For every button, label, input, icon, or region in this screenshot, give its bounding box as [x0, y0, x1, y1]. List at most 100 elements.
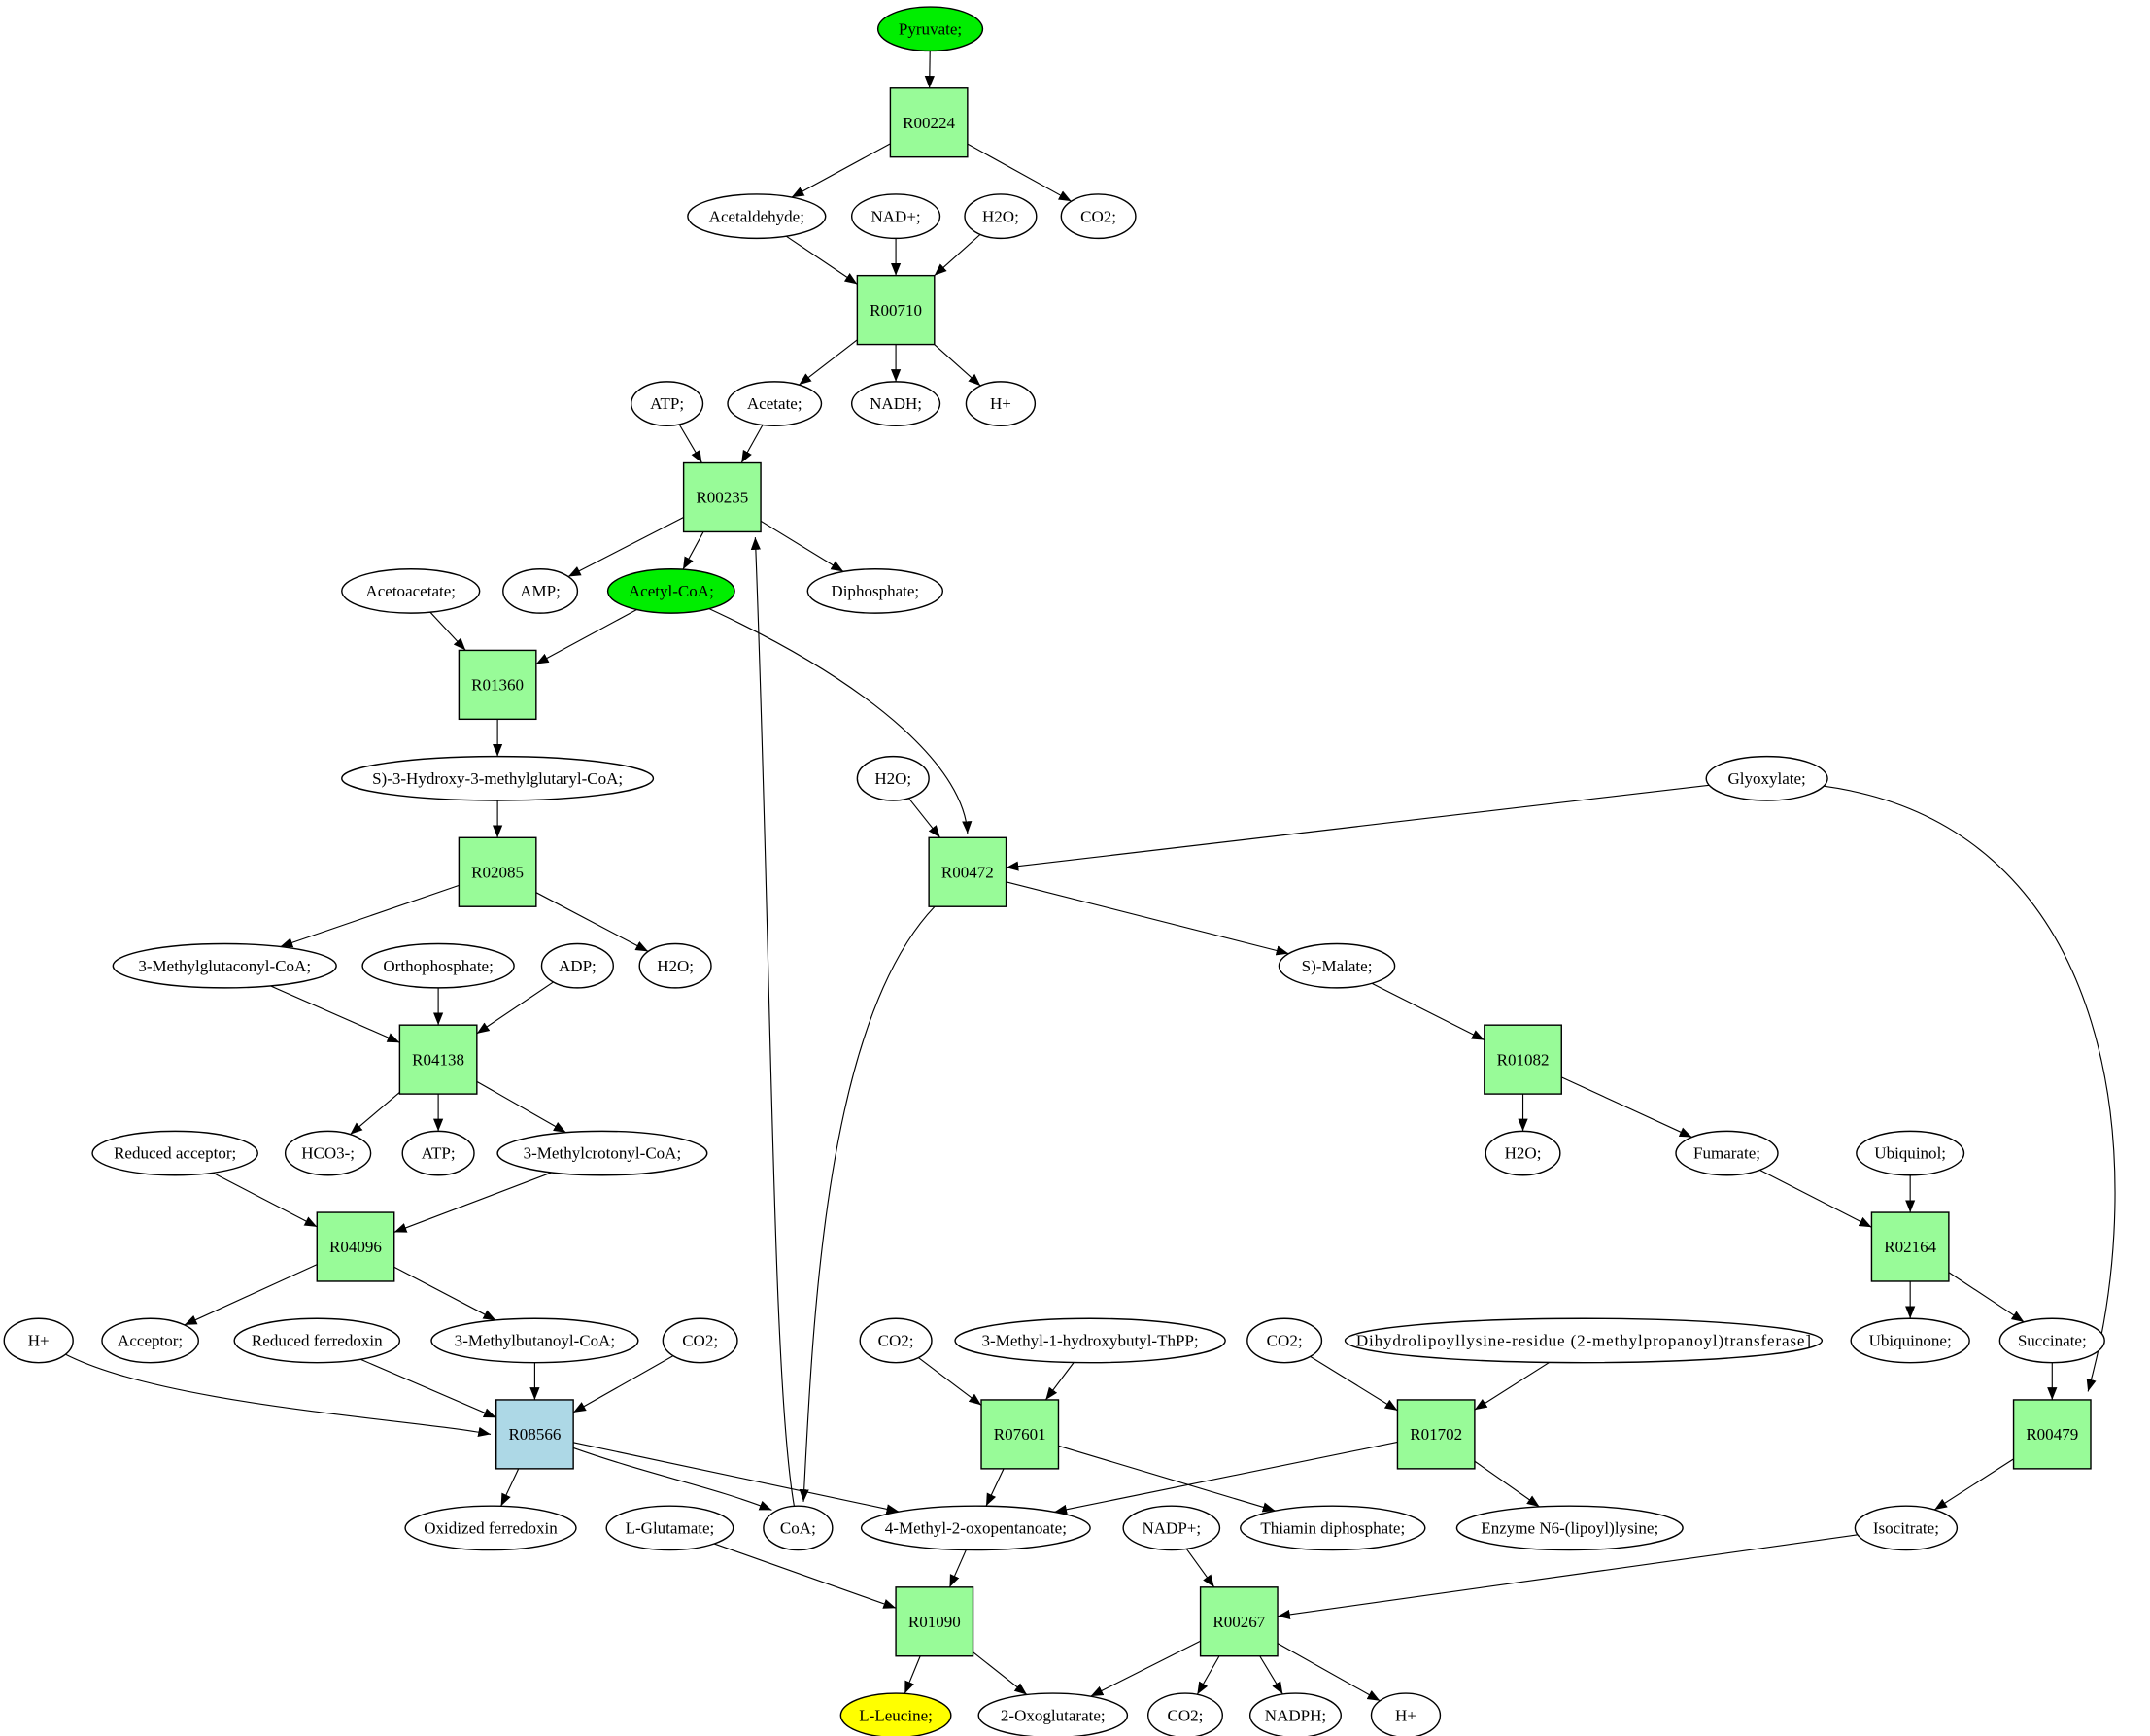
- node-label: H2O;: [657, 957, 694, 975]
- compound-node-h2o_2[interactable]: H2O;: [856, 755, 930, 801]
- edge-R07601-to-kic: [985, 1468, 1005, 1507]
- compound-node-orthophosphate[interactable]: Orthophosphate;: [361, 942, 515, 989]
- compound-node-ubiquinol[interactable]: Ubiquinol;: [1856, 1130, 1965, 1176]
- compound-node-hplus_2[interactable]: H+: [3, 1317, 74, 1364]
- compound-node-diphosphate[interactable]: Diphosphate;: [806, 568, 944, 614]
- reaction-node-R01702[interactable]: R01702: [1396, 1399, 1476, 1470]
- compound-node-h2o_1[interactable]: H2O;: [964, 193, 1038, 240]
- compound-node-co2_3[interactable]: CO2;: [859, 1317, 933, 1364]
- compound-node-nadph[interactable]: NADPH;: [1248, 1692, 1342, 1736]
- compound-node-thiamindp[interactable]: Thiamin diphosphate;: [1240, 1505, 1426, 1551]
- reaction-node-R01360[interactable]: R01360: [458, 649, 537, 721]
- compound-node-mhbthpp[interactable]: 3-Methyl-1-hydroxybutyl-ThPP;: [954, 1317, 1226, 1364]
- compound-ellipse: [965, 381, 1037, 426]
- reaction-node-R02085[interactable]: R02085: [458, 836, 537, 907]
- compound-node-hco3[interactable]: HCO3-;: [284, 1130, 372, 1176]
- edge-R00235-to-diphosphate: [760, 520, 844, 572]
- compound-node-succinate[interactable]: Succinate;: [1998, 1317, 2105, 1364]
- compound-node-hmgcoa[interactable]: S)-3-Hydroxy-3-methylglutaryl-CoA;: [341, 755, 655, 801]
- compound-node-glyoxylate[interactable]: Glyoxylate;: [1705, 755, 1828, 801]
- reaction-node-R00479[interactable]: R00479: [2012, 1399, 2092, 1470]
- compound-node-adp[interactable]: ADP;: [540, 942, 614, 989]
- compound-node-mccoa[interactable]: 3-Methylcrotonyl-CoA;: [496, 1130, 708, 1176]
- compound-node-lglutamate[interactable]: L-Glutamate;: [605, 1505, 734, 1551]
- compound-node-mbcoa[interactable]: 3-Methylbutanoyl-CoA;: [430, 1317, 639, 1364]
- edge-R07601-to-thiamindp: [1058, 1445, 1276, 1513]
- compound-node-acetate[interactable]: Acetate;: [727, 381, 823, 426]
- compound-ellipse: [3, 1317, 74, 1364]
- reaction-node-R01090[interactable]: R01090: [895, 1586, 974, 1657]
- compound-node-hplus_1[interactable]: H+: [965, 381, 1037, 426]
- compound-node-isocitrate[interactable]: Isocitrate;: [1854, 1505, 1959, 1551]
- reaction-node-R07601[interactable]: R07601: [980, 1399, 1060, 1470]
- compound-ellipse: [1850, 1317, 1970, 1364]
- compound-ellipse: [502, 568, 579, 614]
- compound-node-nadh[interactable]: NADH;: [850, 381, 941, 426]
- compound-node-redacceptor[interactable]: Reduced acceptor;: [91, 1130, 258, 1176]
- compound-ellipse: [687, 193, 827, 240]
- compound-ellipse: [1854, 1505, 1959, 1551]
- edge-R01090-to-oxoglutarate: [973, 1651, 1028, 1695]
- node-label: Dihydrolipoyllysine-residue (2-methylpro…: [1356, 1332, 1811, 1350]
- node-label: CO2;: [1267, 1332, 1303, 1350]
- compound-node-oxoglutarate[interactable]: 2-Oxoglutarate;: [977, 1692, 1129, 1736]
- edge-coa-to-R00235: [750, 537, 795, 1507]
- reaction-box: [458, 836, 537, 907]
- compound-node-lleucine[interactable]: L-Leucine;: [839, 1692, 952, 1736]
- edge-mccoa-to-R04096: [393, 1172, 552, 1233]
- compound-node-ubiquinone[interactable]: Ubiquinone;: [1850, 1317, 1970, 1364]
- compound-node-co2_1[interactable]: CO2;: [1060, 193, 1137, 240]
- reaction-node-R00710[interactable]: R00710: [856, 274, 936, 346]
- compound-node-acetaldehyde[interactable]: Acetaldehyde;: [687, 193, 827, 240]
- compound-node-atp_2[interactable]: ATP;: [401, 1130, 475, 1176]
- reaction-box: [1199, 1586, 1279, 1657]
- compound-node-h2o_3[interactable]: H2O;: [638, 942, 712, 989]
- compound-node-co2_5[interactable]: CO2;: [1146, 1692, 1223, 1736]
- compound-node-co2_2[interactable]: CO2;: [662, 1317, 738, 1364]
- reaction-box: [1396, 1399, 1476, 1470]
- compound-node-amp[interactable]: AMP;: [502, 568, 579, 614]
- reaction-node-R08566[interactable]: R08566: [495, 1399, 574, 1470]
- compound-ellipse: [430, 1317, 639, 1364]
- node-label: NAD+;: [870, 207, 920, 225]
- compound-node-h2o_4[interactable]: H2O;: [1485, 1130, 1561, 1176]
- reaction-node-R02164[interactable]: R02164: [1870, 1211, 1950, 1282]
- compound-node-nadp_plus_1[interactable]: NAD+;: [850, 193, 941, 240]
- compound-node-acceptor[interactable]: Acceptor;: [101, 1317, 199, 1364]
- compound-node-pyruvate[interactable]: Pyruvate;: [876, 6, 984, 52]
- reaction-node-R04138[interactable]: R04138: [398, 1024, 478, 1095]
- compound-node-redferredoxin[interactable]: Reduced ferredoxin: [233, 1317, 401, 1364]
- node-label: R00472: [941, 863, 994, 881]
- compound-node-hplus_3[interactable]: H+: [1370, 1692, 1442, 1736]
- compound-node-fumarate[interactable]: Fumarate;: [1675, 1130, 1779, 1176]
- edge-acetaldehyde-to-R00710: [785, 235, 858, 285]
- compound-node-acetylcoa[interactable]: Acetyl-CoA;: [606, 568, 735, 614]
- compound-node-smalate[interactable]: S)-Malate;: [1278, 942, 1396, 989]
- compound-ellipse: [1060, 193, 1137, 240]
- compound-node-atp_1[interactable]: ATP;: [631, 381, 704, 426]
- compound-node-dlt[interactable]: Dihydrolipoyllysine-residue (2-methylpro…: [1344, 1317, 1824, 1364]
- compound-node-co2_4[interactable]: CO2;: [1246, 1317, 1323, 1364]
- reaction-node-R00267[interactable]: R00267: [1199, 1586, 1279, 1657]
- compound-ellipse: [839, 1692, 952, 1736]
- compound-node-kic[interactable]: 4-Methyl-2-oxopentanoate;: [860, 1505, 1091, 1551]
- reaction-node-R00235[interactable]: R00235: [682, 461, 762, 533]
- reaction-node-R00472[interactable]: R00472: [928, 836, 1007, 907]
- edge-R00267-to-co2_5: [1196, 1655, 1220, 1695]
- edge-R04138-to-hco3: [350, 1091, 400, 1136]
- reaction-node-R00224[interactable]: R00224: [889, 87, 969, 158]
- reaction-box: [682, 461, 762, 533]
- compound-node-mgcoa[interactable]: 3-Methylglutaconyl-CoA;: [112, 942, 337, 989]
- edge-adp-to-R04138: [476, 981, 554, 1035]
- edge-redferredoxin-to-R08566: [359, 1358, 496, 1418]
- node-label: Isocitrate;: [1873, 1519, 1939, 1538]
- compound-node-nadp_plus_2[interactable]: NADP+;: [1122, 1505, 1221, 1551]
- edge-co2_4-to-R01702: [1310, 1355, 1398, 1412]
- compound-node-acetoacetate[interactable]: Acetoacetate;: [341, 568, 481, 614]
- node-label: L-Leucine;: [859, 1706, 933, 1724]
- compound-node-oxferredoxin[interactable]: Oxidized ferredoxin: [404, 1505, 577, 1551]
- reaction-node-R04096[interactable]: R04096: [316, 1211, 395, 1282]
- compound-node-coa[interactable]: CoA;: [763, 1505, 834, 1551]
- compound-node-lipoyllysine[interactable]: Enzyme N6-(lipoyl)lysine;: [1455, 1505, 1684, 1551]
- reaction-node-R01082[interactable]: R01082: [1484, 1024, 1562, 1095]
